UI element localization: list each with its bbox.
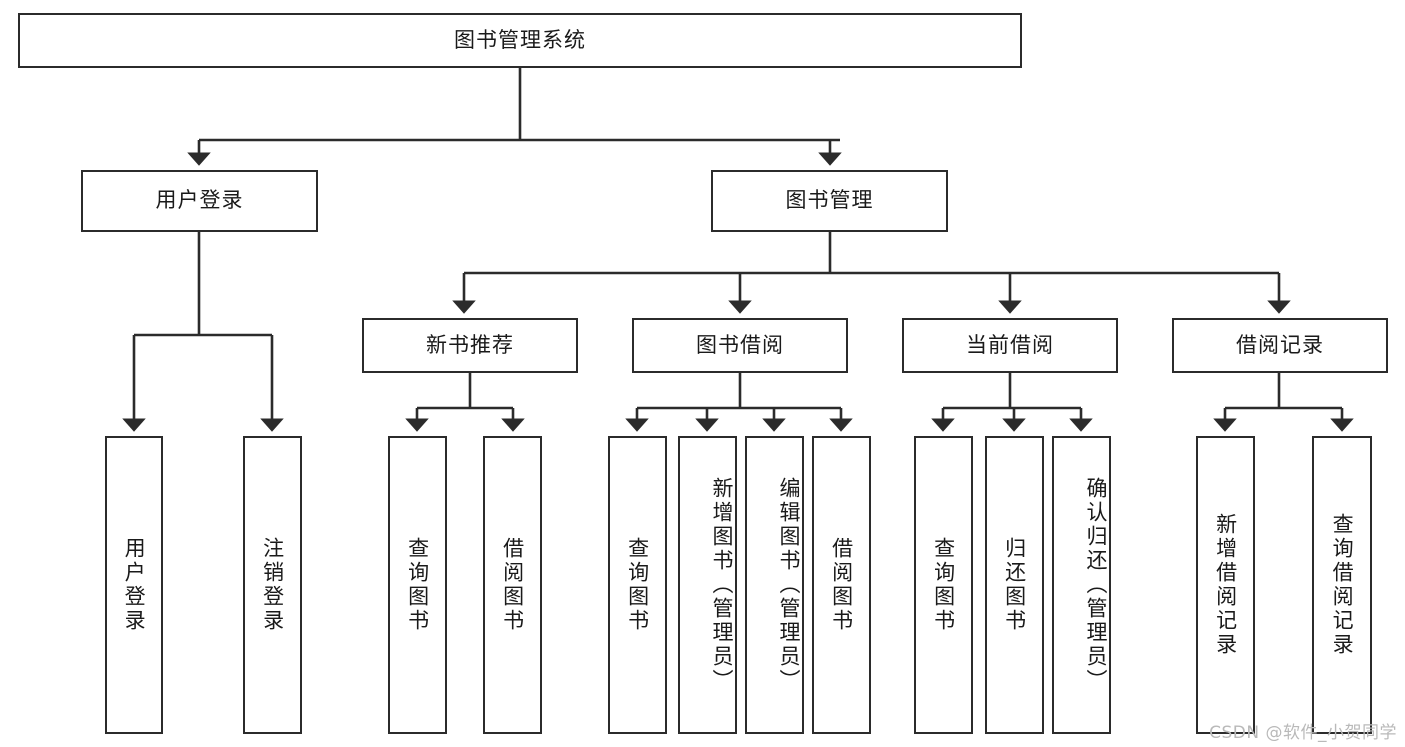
leaf-add-book-admin-label: 新增图书（管理员） xyxy=(710,477,734,693)
leaf-query-book-recommend[interactable]: 查询图书 xyxy=(388,436,447,734)
leaf-edit-book-admin-label: 编辑图书（管理员） xyxy=(777,477,801,693)
leaf-confirm-return-admin-label: 确认归还（管理员） xyxy=(1084,477,1108,693)
node-new-book-recommend[interactable]: 新书推荐 xyxy=(362,318,578,373)
leaf-query-book-current-label: 查询图书 xyxy=(931,537,956,633)
leaf-query-book-borrow-label: 查询图书 xyxy=(625,537,650,633)
leaf-user-login[interactable]: 用户登录 xyxy=(105,436,163,734)
watermark-text: CSDN @软件_小贺同学 xyxy=(1209,723,1397,743)
node-book-borrow[interactable]: 图书借阅 xyxy=(632,318,848,373)
leaf-return-book[interactable]: 归还图书 xyxy=(985,436,1044,734)
leaf-borrow-book-recommend[interactable]: 借阅图书 xyxy=(483,436,542,734)
leaf-query-book-borrow[interactable]: 查询图书 xyxy=(608,436,667,734)
leaf-add-book-admin[interactable]: 新增图书（管理员） xyxy=(678,436,737,734)
node-current-borrow[interactable]: 当前借阅 xyxy=(902,318,1118,373)
leaf-return-book-label: 归还图书 xyxy=(1002,537,1027,633)
leaf-confirm-return-admin[interactable]: 确认归还（管理员） xyxy=(1052,436,1111,734)
node-user-login[interactable]: 用户登录 xyxy=(81,170,318,232)
leaf-add-borrow-record[interactable]: 新增借阅记录 xyxy=(1196,436,1255,734)
leaf-query-book-current[interactable]: 查询图书 xyxy=(914,436,973,734)
node-book-management-label: 图书管理 xyxy=(785,188,874,213)
leaf-borrow-book-recommend-label: 借阅图书 xyxy=(500,537,525,633)
leaf-query-borrow-record-label: 查询借阅记录 xyxy=(1330,513,1355,657)
leaf-edit-book-admin[interactable]: 编辑图书（管理员） xyxy=(745,436,804,734)
leaf-logout[interactable]: 注销登录 xyxy=(243,436,302,734)
leaf-query-book-recommend-label: 查询图书 xyxy=(405,537,430,633)
node-book-borrow-label: 图书借阅 xyxy=(696,332,784,357)
leaf-query-borrow-record[interactable]: 查询借阅记录 xyxy=(1312,436,1372,734)
node-new-book-recommend-label: 新书推荐 xyxy=(426,332,514,357)
leaf-borrow-book-label: 借阅图书 xyxy=(829,537,854,633)
node-borrow-record[interactable]: 借阅记录 xyxy=(1172,318,1388,373)
node-root-label: 图书管理系统 xyxy=(454,27,586,52)
node-book-management[interactable]: 图书管理 xyxy=(711,170,948,232)
node-user-login-label: 用户登录 xyxy=(155,188,244,213)
node-root[interactable]: 图书管理系统 xyxy=(18,13,1022,68)
leaf-user-login-label: 用户登录 xyxy=(122,537,147,633)
leaf-logout-label: 注销登录 xyxy=(260,537,285,633)
node-current-borrow-label: 当前借阅 xyxy=(966,332,1054,357)
node-borrow-record-label: 借阅记录 xyxy=(1236,332,1324,357)
leaf-add-borrow-record-label: 新增借阅记录 xyxy=(1213,513,1238,657)
leaf-borrow-book[interactable]: 借阅图书 xyxy=(812,436,871,734)
